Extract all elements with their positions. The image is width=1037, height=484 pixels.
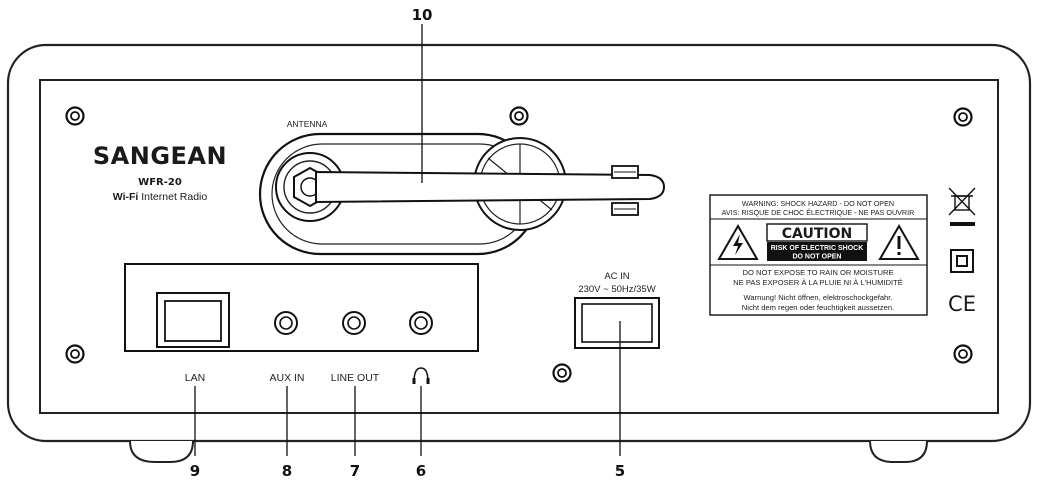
ac-power-socket[interactable]: [574, 297, 660, 349]
warning-line-6: Nicht dem regen oder feuchtigkeit ausset…: [742, 303, 894, 312]
lightning-warning-icon: [717, 223, 759, 260]
tagline-rest: Internet Radio: [138, 191, 207, 203]
screw-icon: [65, 344, 85, 364]
callout-number-headphone: 6: [416, 462, 426, 480]
right-foot: [869, 440, 928, 463]
line-out-jack[interactable]: [342, 311, 366, 335]
screw-icon: [953, 344, 973, 364]
screw-icon: [953, 107, 973, 127]
product-tagline: Wi-Fi Internet Radio: [113, 191, 208, 203]
aux-in-label: AUX IN: [269, 372, 304, 384]
weee-bin-icon: [948, 187, 976, 226]
lan-label: LAN: [185, 372, 205, 384]
caution-sub-2: DO NOT OPEN: [792, 254, 841, 261]
antenna-end-clamp: [611, 165, 639, 216]
left-foot: [129, 440, 194, 463]
ac-spec-label: 230V ~ 50Hz/35W: [578, 284, 655, 295]
callout-number-aux-in: 8: [282, 462, 292, 480]
screw-icon: [509, 106, 529, 126]
exclamation-warning-icon: [878, 223, 920, 260]
headphone-icon: [412, 367, 430, 384]
tagline-wifi: Wi-Fi: [113, 191, 139, 203]
callout-number-ac-in: 5: [615, 462, 625, 480]
screw-icon: [552, 363, 572, 383]
brand-logo: SANGEAN: [93, 142, 227, 170]
callout-number-lan: 9: [190, 462, 200, 480]
warning-line-4: NE PAS EXPOSER À LA PLUIE NI À L'HUMIDIT…: [733, 278, 903, 287]
double-insulation-icon: [950, 249, 974, 273]
caution-title: CAUTION: [782, 226, 852, 242]
warning-line-2: AVIS: RISQUE DE CHOC ÉLECTRIQUE - NE PAS…: [722, 208, 915, 217]
antenna-rod: [315, 170, 666, 204]
aux-in-jack[interactable]: [274, 311, 298, 335]
line-out-label: LINE OUT: [331, 372, 380, 384]
ce-mark-icon: CE: [948, 292, 976, 316]
antenna-label: ANTENNA: [287, 119, 328, 129]
ac-in-label: AC IN: [604, 271, 629, 282]
callout-number-antenna: 10: [412, 6, 433, 24]
safety-warning-label: WARNING: SHOCK HAZARD - DO NOT OPEN AVIS…: [709, 194, 928, 316]
model-name: WFR-20: [138, 177, 182, 188]
warning-line-5: Warnung! Nicht öffnen, elektroschockgefa…: [743, 293, 892, 302]
callout-number-line-out: 7: [350, 462, 360, 480]
warning-line-3: DO NOT EXPOSE TO RAIN OR MOISTURE: [742, 268, 893, 277]
warning-line-1: WARNING: SHOCK HAZARD - DO NOT OPEN: [742, 199, 894, 208]
lan-port[interactable]: [156, 292, 230, 348]
caution-sub-1: RISK OF ELECTRIC SHOCK: [771, 245, 864, 252]
screw-icon: [65, 106, 85, 126]
headphone-jack[interactable]: [409, 311, 433, 335]
